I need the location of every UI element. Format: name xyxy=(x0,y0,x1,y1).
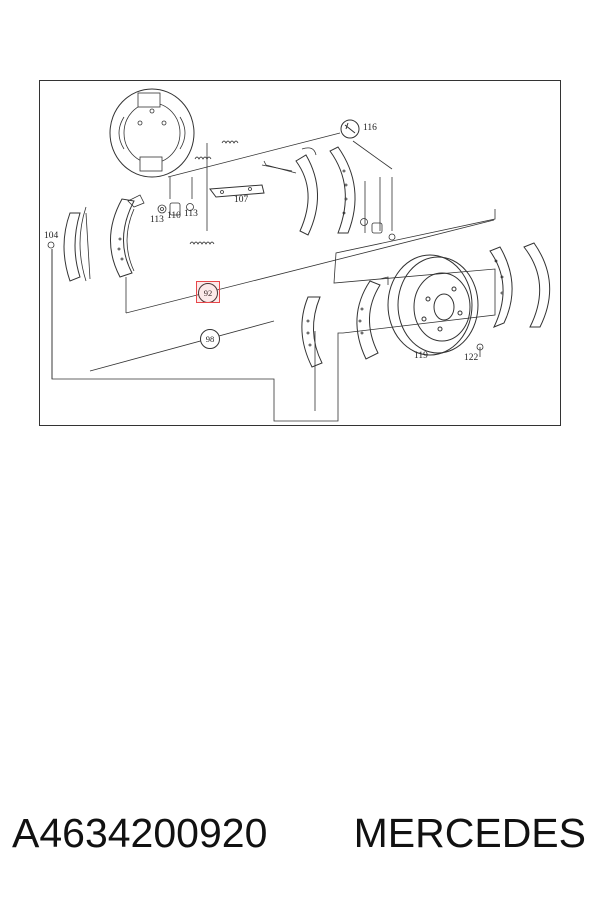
brake-shoe-upper-right xyxy=(295,146,356,236)
pin-104 xyxy=(47,241,55,249)
callout-98-text: 98 xyxy=(205,334,215,344)
label-107: 107 xyxy=(234,195,249,205)
wheel-bolt xyxy=(476,343,484,357)
label-110: 110 xyxy=(167,211,181,221)
brake-drum-drawing xyxy=(387,254,479,356)
callout-98[interactable]: 98 xyxy=(200,329,220,349)
callout-92-highlight xyxy=(196,281,220,303)
label-113b: 113 xyxy=(184,209,198,219)
brake-shoe-bottom xyxy=(356,276,389,360)
parts-diagram: 116 107 113 110 113 104 119 122 92 98 xyxy=(39,80,561,426)
small-parts-113-110 xyxy=(157,202,194,216)
backing-plate-drawing xyxy=(109,88,195,178)
callout-92-text: 92 xyxy=(203,288,213,298)
wrench-icon-116 xyxy=(340,119,360,139)
brand-name: MERCEDES xyxy=(353,809,586,856)
return-spring-bottom xyxy=(189,241,215,245)
brake-lining-left xyxy=(63,206,91,282)
leader-lines-main xyxy=(51,209,496,422)
hardware-right-upper xyxy=(360,218,396,241)
adjuster-lever-drawing xyxy=(209,184,265,198)
label-116: 116 xyxy=(363,123,377,133)
label-104: 104 xyxy=(44,231,59,241)
leader-line-98 xyxy=(89,320,275,372)
leader-116 xyxy=(352,140,393,170)
brake-lining-bottom-left xyxy=(301,296,323,368)
pin-top xyxy=(265,164,297,174)
caption-bar: A4634200920 MERCEDES xyxy=(12,808,600,858)
diagram-drawing xyxy=(47,88,551,422)
brake-shoe-left xyxy=(110,194,145,278)
leader-112 xyxy=(167,132,341,178)
brake-shoe-right xyxy=(489,242,551,328)
label-113a: 113 xyxy=(150,215,164,225)
leader-line-92 xyxy=(125,219,495,314)
label-122: 122 xyxy=(464,353,479,363)
label-119: 119 xyxy=(414,351,428,361)
adjuster-pin xyxy=(261,160,293,172)
part-number: A4634200920 xyxy=(12,809,268,856)
return-spring-top xyxy=(194,140,239,160)
